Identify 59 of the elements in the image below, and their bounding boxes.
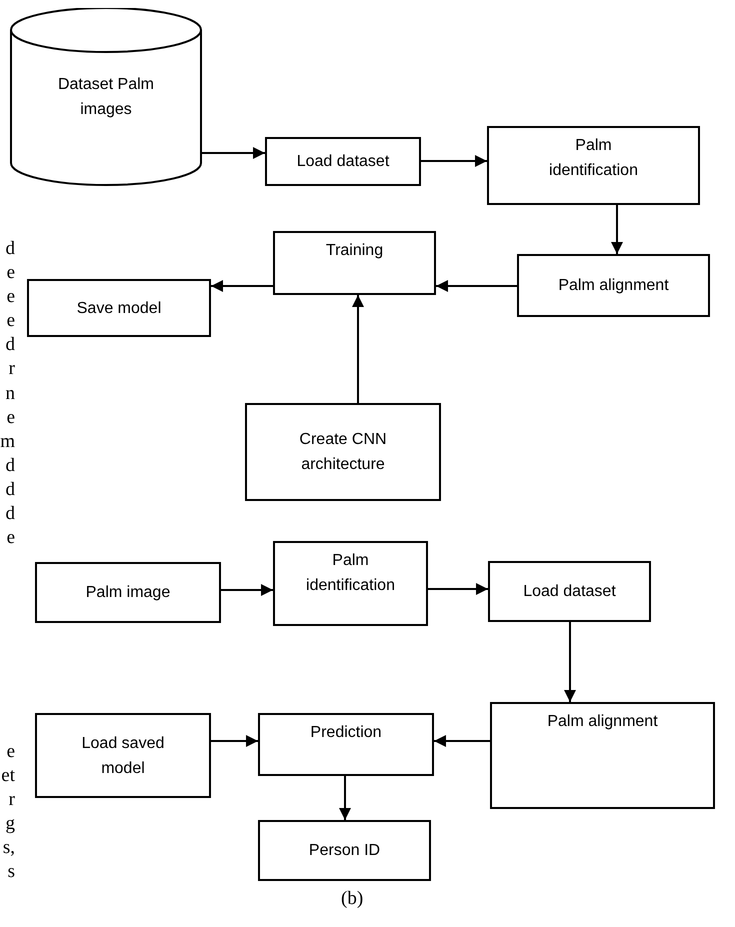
text-fragment: s,: [2, 837, 15, 859]
process-box: [487, 126, 700, 205]
text-fragment: d: [6, 503, 15, 525]
node-label: Palm identification: [548, 136, 639, 181]
text-fragment: r: [8, 358, 15, 380]
text-fragment: e: [6, 286, 15, 308]
node-label: Load dataset: [523, 582, 616, 602]
process-box: [245, 403, 441, 501]
text-fragment: e: [6, 741, 15, 763]
figure-caption: (b): [341, 888, 364, 910]
process-box: [27, 279, 211, 337]
node-label: Palm alignment: [558, 276, 669, 296]
node-label: Dataset Palm images: [56, 75, 156, 120]
node-label: Save model: [76, 298, 162, 318]
text-fragment: n: [6, 383, 15, 405]
node-label: Prediction: [310, 723, 382, 743]
node-label: Palm identification: [305, 551, 396, 596]
text-fragment: d: [6, 334, 15, 356]
process-box: [35, 562, 221, 623]
text-fragment: d: [6, 455, 15, 477]
process-box: [265, 137, 421, 186]
text-fragment: e: [6, 407, 15, 429]
process-box: [273, 231, 436, 295]
process-box: [488, 561, 651, 622]
arrow: [352, 295, 364, 403]
arrow: [211, 735, 258, 747]
arrow: [611, 205, 623, 254]
text-fragment: g: [6, 813, 15, 835]
node-label: Person ID: [308, 841, 380, 861]
process-box: [273, 541, 428, 626]
arrow: [564, 622, 576, 702]
process-box: [35, 713, 211, 798]
arrow: [211, 280, 273, 292]
node-label: Load saved model: [80, 734, 166, 778]
text-fragment: e: [6, 527, 15, 549]
process-box: [517, 254, 710, 317]
node-label: Palm image: [86, 583, 170, 603]
process-box: [258, 820, 431, 881]
text-fragment: r: [8, 789, 15, 811]
arrow: [436, 280, 517, 292]
text-fragment: d: [6, 238, 15, 260]
text-fragment: s: [8, 861, 15, 883]
text-fragment: d: [6, 479, 15, 501]
node-label: Palm alignment: [547, 712, 658, 732]
arrow: [434, 735, 490, 747]
text-fragment: et: [1, 765, 15, 787]
text-fragment: m: [0, 431, 15, 453]
arrow: [339, 776, 351, 820]
process-box: [490, 702, 715, 809]
text-fragment: e: [6, 310, 15, 332]
node-label: Load dataset: [296, 152, 390, 172]
arrow: [428, 583, 488, 595]
node-label: Create CNN architecture: [298, 430, 388, 475]
node-label: Training: [326, 241, 384, 261]
process-box: [258, 713, 434, 776]
arrow: [421, 155, 487, 167]
text-fragment: e: [6, 262, 15, 284]
arrow: [221, 584, 273, 596]
arrow: [202, 147, 265, 159]
